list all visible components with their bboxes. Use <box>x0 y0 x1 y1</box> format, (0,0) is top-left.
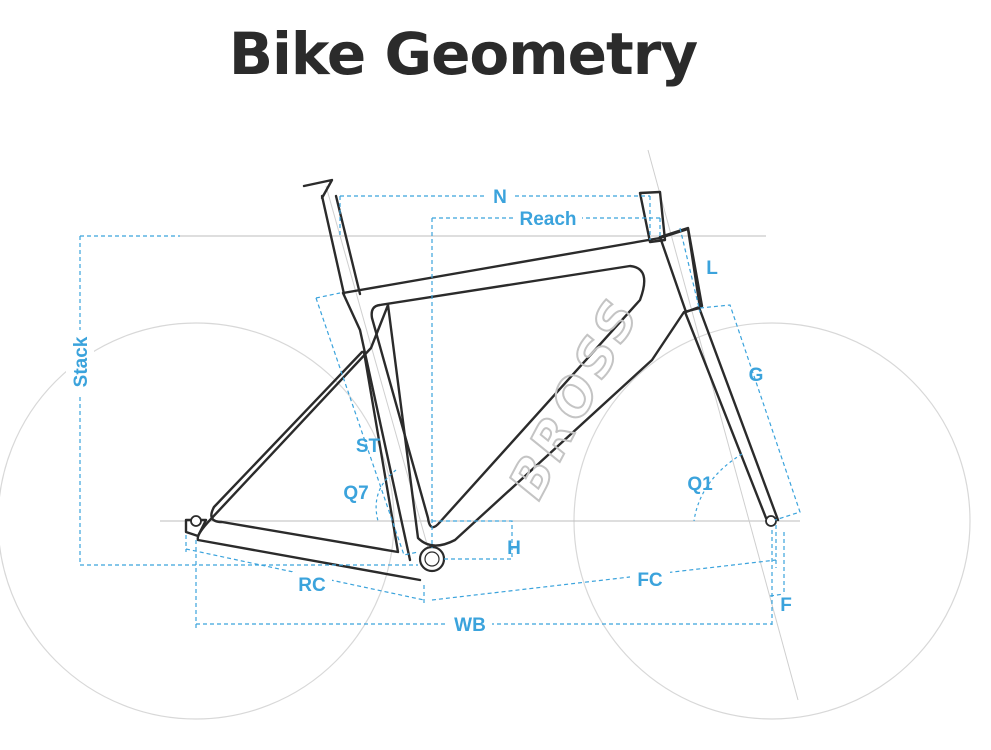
main-triangle-inner <box>370 264 646 529</box>
g-dimension-line <box>699 304 801 521</box>
wb-label-bg <box>448 612 492 636</box>
steering-axis-line <box>647 149 799 701</box>
stack-dimension-line <box>79 235 418 566</box>
frame-outline <box>196 227 702 582</box>
reach-label-bg <box>514 206 582 230</box>
h-label: H <box>507 538 521 559</box>
brand-logo: BROSS <box>498 287 652 508</box>
bike-frame <box>184 178 780 582</box>
fc-label-bg <box>630 567 670 591</box>
h-dimension-line <box>432 520 513 560</box>
rear-axle <box>190 515 202 527</box>
saddle-clamp <box>302 178 334 200</box>
q1-angle-arc <box>693 453 743 522</box>
l-label: L <box>706 258 718 279</box>
f-label: F <box>780 595 792 616</box>
head-tube <box>658 226 704 314</box>
l-dimension-line <box>679 227 701 313</box>
seat-tube-axis-line <box>325 185 433 563</box>
q1-label: Q1 <box>687 474 713 495</box>
reach-label: Reach <box>519 209 576 230</box>
page-title: Bike Geometry <box>228 20 698 88</box>
stack-label-bg <box>66 330 94 396</box>
front-axle <box>765 515 777 527</box>
g-label: G <box>749 365 764 386</box>
bottom-bracket-inner <box>424 551 440 567</box>
stem <box>638 190 667 244</box>
rc-label-bg <box>292 572 332 596</box>
bottom-bracket <box>418 545 446 573</box>
wb-label: WB <box>454 615 486 636</box>
n-label-bg <box>486 183 514 207</box>
rear-triangle-inner <box>210 350 400 554</box>
st-label: ST <box>356 436 381 457</box>
fork-blade <box>683 308 780 522</box>
dimension-labels: N Reach L Stack G ST Q7 Q1 H RC FC F WB <box>66 183 792 636</box>
seatpost <box>320 194 362 296</box>
angle-arcs <box>375 453 743 522</box>
q7-label: Q7 <box>343 483 368 504</box>
n-label: N <box>493 187 507 208</box>
st-dimension-line <box>315 292 419 556</box>
stack-label: Stack <box>71 336 92 387</box>
fc-dimension-line <box>431 525 777 601</box>
fc-label: FC <box>637 570 663 591</box>
rc-label: RC <box>298 575 326 596</box>
